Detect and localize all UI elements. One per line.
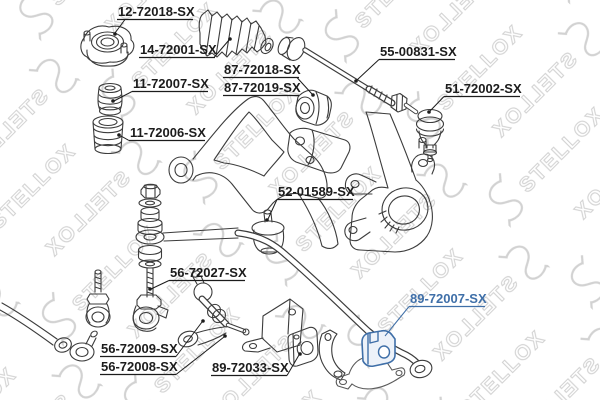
part-label[interactable]: 56-72027-SX	[170, 265, 247, 280]
leader-line	[150, 280, 170, 290]
tie-rod-drawing	[302, 47, 419, 115]
leader-dot	[311, 93, 315, 97]
label-group-87-72019: 87-72019-SX	[223, 80, 301, 97]
label-group-56-72009: 56-72009-SX	[100, 319, 205, 358]
leader-dot	[228, 37, 232, 41]
part-label[interactable]: 89-72033-SX	[212, 360, 289, 375]
leader-line	[175, 336, 225, 375]
part-label[interactable]: 52-01589-SX	[278, 184, 355, 199]
stabilizer-link-a-drawing	[85, 269, 111, 328]
leader-dot	[201, 319, 205, 323]
part-label[interactable]: 56-72009-SX	[101, 341, 178, 356]
leader-dot	[265, 218, 269, 222]
label-group-52-01589: 52-01589-SX	[265, 184, 355, 222]
inner-tie-rod-socket-drawing	[277, 36, 306, 61]
bushing-block-drawing	[287, 326, 319, 367]
steering-boot-drawing	[198, 9, 274, 58]
sway-bar-drawing	[162, 227, 433, 379]
label-group-55-00831: 55-00831-SX	[354, 44, 457, 83]
tie-rod-end-drawing	[415, 108, 445, 163]
leader-dot	[113, 32, 117, 36]
leader-dot	[354, 79, 358, 83]
leader-dot	[427, 110, 431, 114]
label-layer: 12-72018-SX 14-72001-SX 87-72018-SX 87-7…	[100, 4, 522, 377]
part-label[interactable]: 51-72002-SX	[445, 81, 522, 96]
part-label[interactable]: 12-72018-SX	[118, 4, 195, 19]
leader-line	[120, 135, 130, 141]
stabilizer-link-stack-drawing	[132, 183, 169, 332]
stabilizer-link-arm-drawing	[0, 302, 98, 362]
label-group-11-72007: 11-72007-SX	[111, 76, 209, 103]
leader-line	[175, 321, 203, 357]
leader-line	[267, 199, 278, 220]
stabilizer-bushing-highlighted-drawing[interactable]	[361, 329, 396, 368]
leader-line	[429, 96, 445, 112]
part-label[interactable]: 55-00831-SX	[380, 44, 457, 59]
leader-line	[114, 19, 126, 34]
label-group-51-72002: 51-72002-SX	[427, 81, 522, 114]
label-group-87-72018: 87-72018-SX	[223, 62, 315, 97]
part-label[interactable]: 11-72007-SX	[133, 76, 209, 91]
strut-mount-drawing	[80, 25, 135, 67]
control-arm-bushing-drawing	[295, 89, 332, 126]
leader-dot	[223, 334, 227, 338]
part-label[interactable]: 56-72008-SX	[101, 359, 178, 374]
label-group-56-72008: 56-72008-SX	[100, 334, 227, 376]
control-arm-drawing	[168, 96, 339, 249]
stabilizer-bushing-bore	[377, 345, 391, 359]
part-label-highlighted[interactable]: 89-72007-SX	[410, 291, 487, 306]
part-label[interactable]: 14-72001-SX	[140, 42, 217, 57]
label-group-12-72018: 12-72018-SX	[113, 4, 195, 36]
sway-bar-l-bracket-drawing	[242, 298, 304, 353]
leader-line	[286, 354, 300, 376]
leader-dot	[117, 133, 121, 137]
leader-line	[356, 59, 380, 81]
label-group-89-72033: 89-72033-SX	[211, 352, 302, 377]
leader-line	[113, 91, 133, 102]
leader-line	[296, 77, 313, 95]
leader-dot	[298, 352, 302, 356]
label-group-11-72006: 11-72006-SX	[117, 125, 206, 142]
steering-knuckle-drawing	[344, 111, 436, 253]
part-label[interactable]: 11-72006-SX	[130, 125, 206, 140]
leader-line	[384, 306, 410, 337]
stabilizer-link-c-drawing	[177, 270, 250, 348]
part-label[interactable]: 87-72018-SX	[224, 62, 301, 77]
label-group-89-72007-highlighted: 89-72007-SX	[384, 291, 487, 337]
dust-cover-drawing	[92, 115, 124, 155]
part-label[interactable]: 87-72019-SX	[224, 80, 301, 95]
leader-line	[213, 39, 230, 58]
bump-stop-drawing	[97, 82, 123, 116]
label-group-56-72027: 56-72027-SX	[148, 265, 247, 291]
strap-bracket-drawing	[318, 329, 346, 381]
leader-dot	[148, 287, 152, 291]
leader-dot	[111, 99, 115, 103]
label-group-14-72001: 14-72001-SX	[139, 37, 232, 59]
